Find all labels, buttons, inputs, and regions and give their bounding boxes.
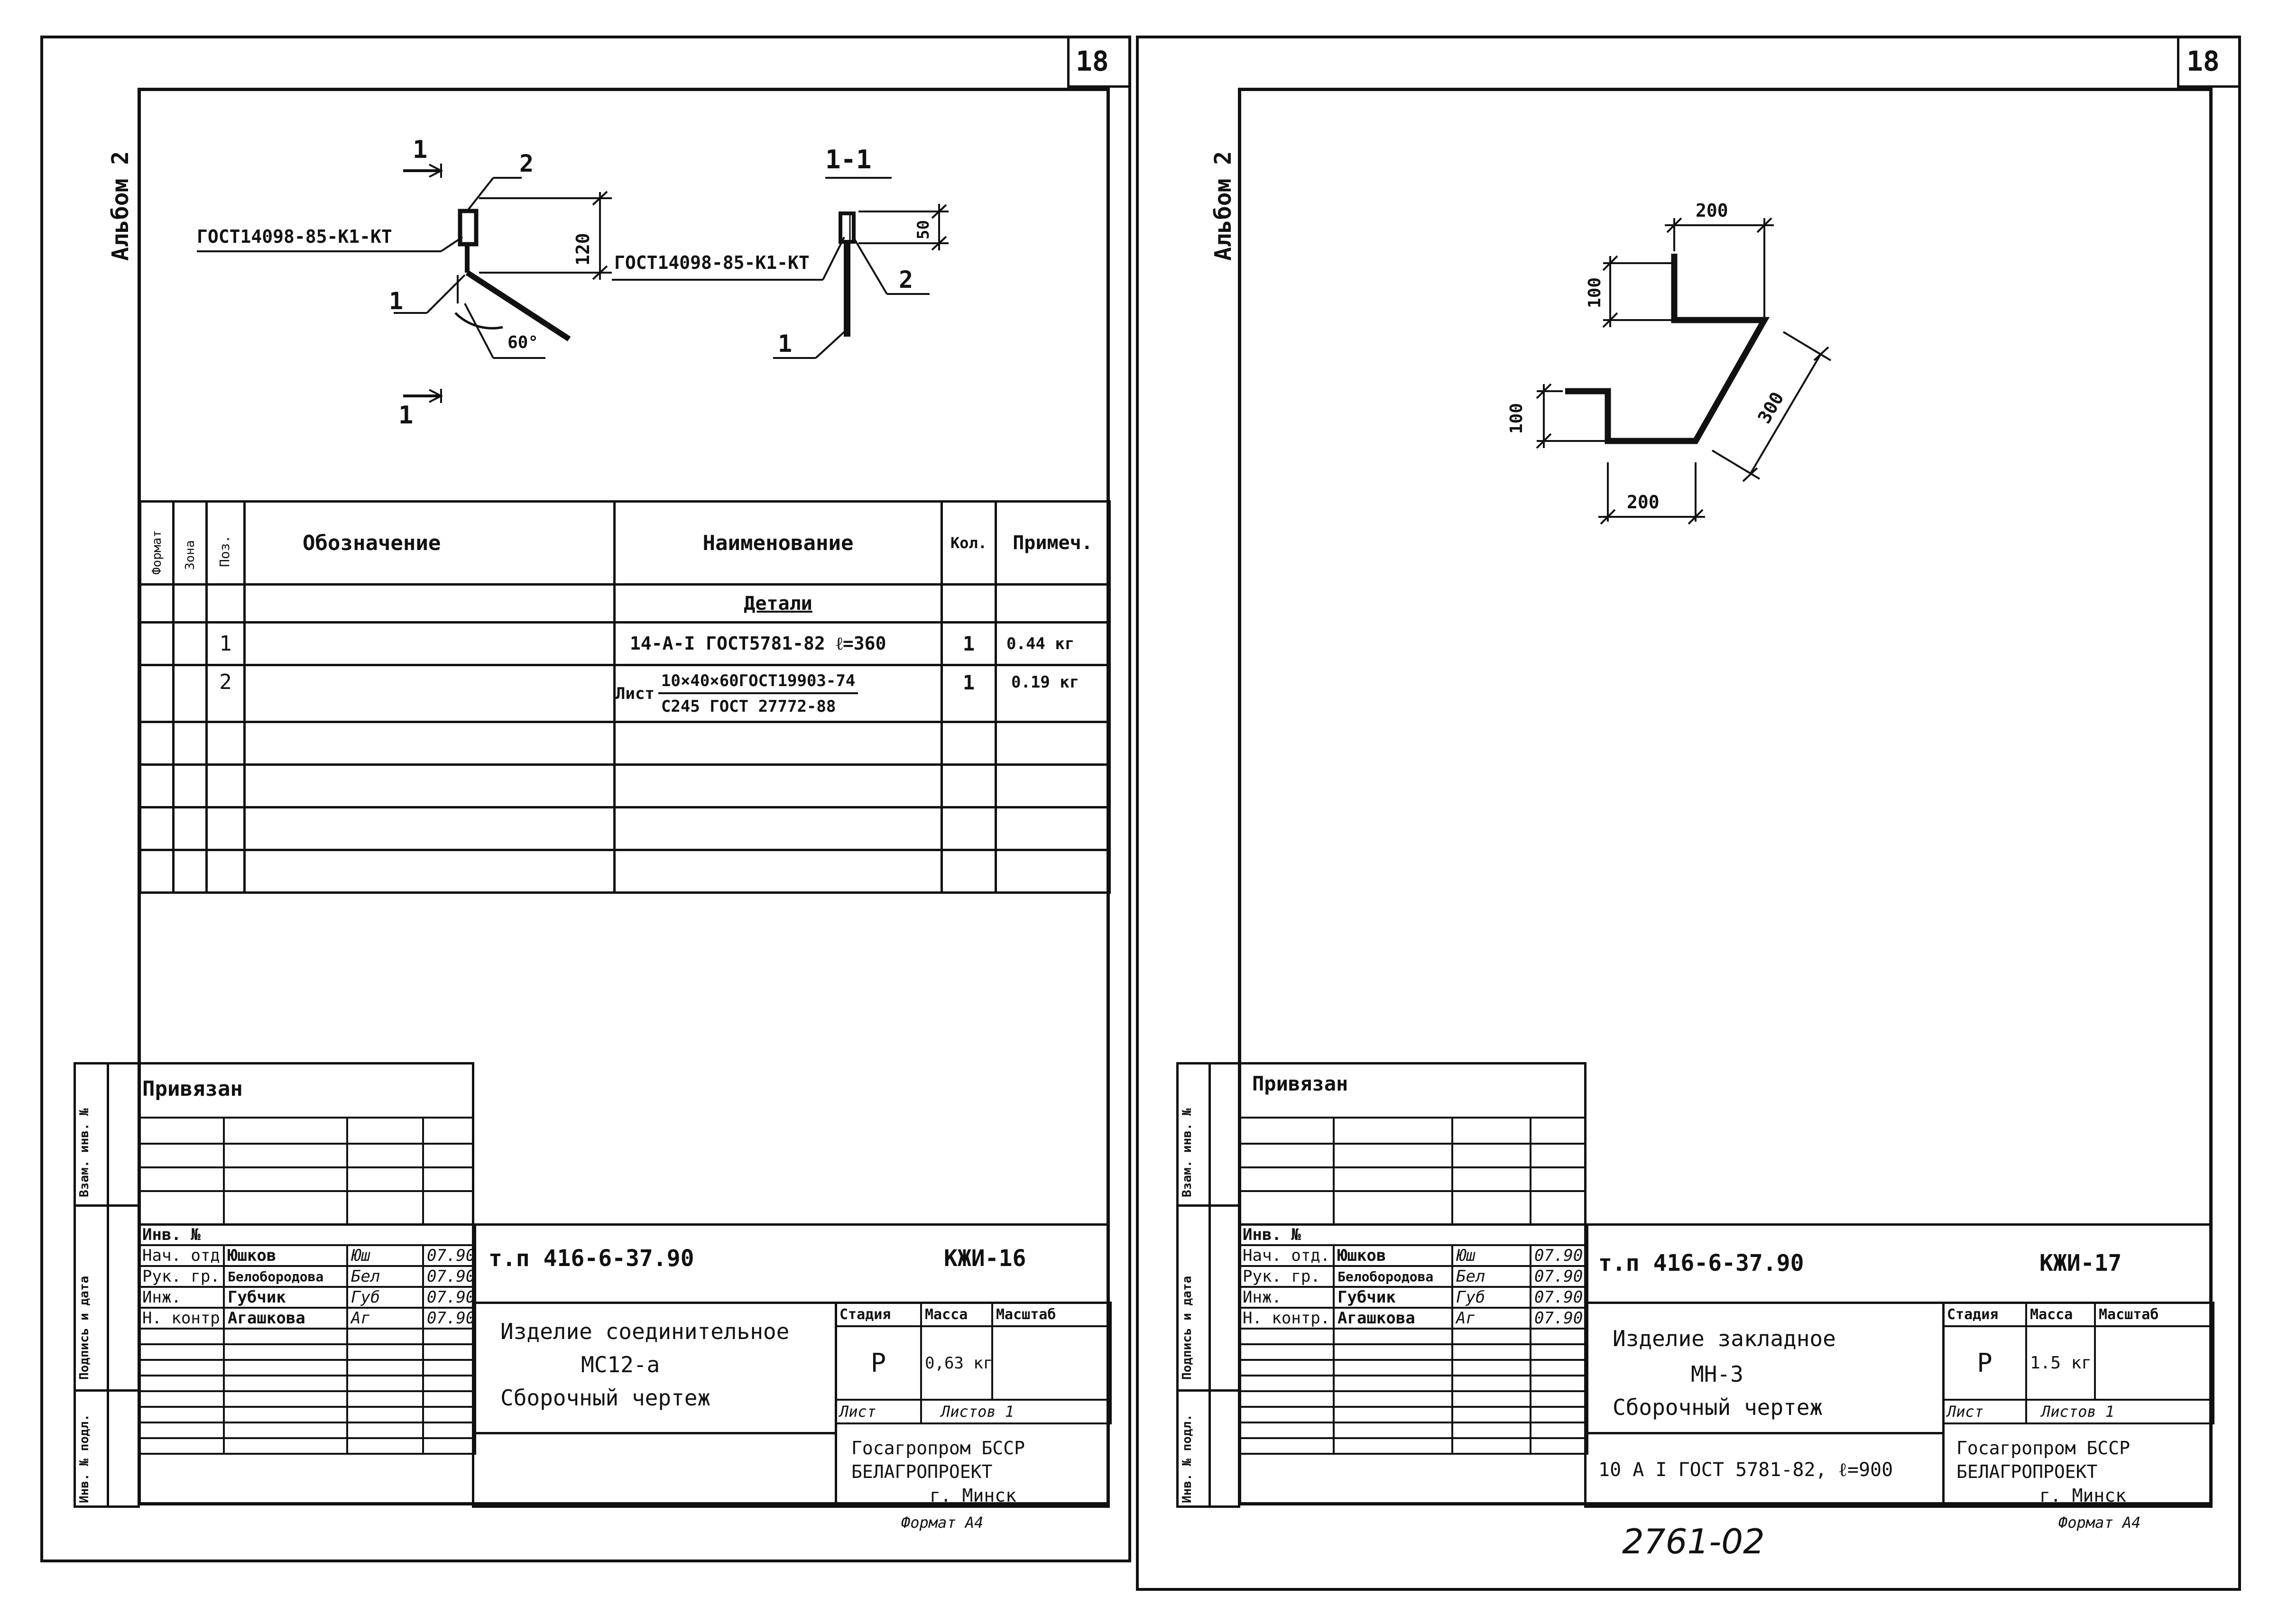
- spec-header-designation: Обозначение: [243, 500, 616, 586]
- right-dim-100-left: 100: [1507, 403, 1526, 434]
- left-section-mark-top: 1: [413, 136, 428, 164]
- right-page-number-box: [2177, 36, 2241, 88]
- right-material-line: 10 А I ГОСТ 5781-82, ℓ=900: [1598, 1459, 1893, 1481]
- left-drawing-code: КЖИ-16: [944, 1245, 1026, 1272]
- table-row: 2 Лист 10×40×60ГОСТ19903-74 С245 ГОСТ 27…: [139, 664, 1111, 723]
- left-project-number: т.п 416-6-37.90: [489, 1245, 694, 1272]
- right-sheet-border: [1136, 36, 2241, 1591]
- left-title-line3: Сборочный чертеж: [500, 1385, 711, 1411]
- right-title-line1: Изделие закладное: [1613, 1326, 1836, 1351]
- right-side-label-inv: Инв. № подл.: [1180, 1414, 1194, 1503]
- right-org-line1: Госагропром БССР: [1956, 1438, 2131, 1459]
- right-project-number: т.п 416-6-37.90: [1598, 1250, 1804, 1276]
- spec-header-pos: Поз.: [205, 500, 246, 586]
- table-row: 1 14-А-I ГОСТ5781-82 ℓ=360 1 0.44 кг: [139, 621, 1111, 666]
- left-pos1-label-view2: 1: [778, 330, 793, 358]
- left-org-line3: г. Минск: [930, 1485, 1017, 1506]
- right-format-label: Формат А4: [2058, 1514, 2141, 1532]
- right-org-line3: г. Минск: [2039, 1485, 2127, 1506]
- spec-header-name: Наименование: [613, 500, 943, 586]
- left-section-view-title: 1-1: [825, 145, 872, 174]
- left-sheet-border: [40, 36, 1131, 1562]
- left-gost-label-view1: ГОСТ14098-85-К1-КТ: [197, 226, 392, 247]
- right-side-label-replace: Взам. инв. №: [1180, 1108, 1194, 1197]
- left-org-line2: БЕЛАГРОПРОЕКТ: [851, 1461, 993, 1482]
- right-drawing-frame: [1238, 88, 2213, 1505]
- left-gost-label-view2: ГОСТ14098-85-К1-КТ: [614, 252, 810, 273]
- right-privyazan-label: Привязан: [1252, 1072, 1348, 1095]
- left-privyazan-label: Привязан: [142, 1077, 243, 1101]
- right-side-label-sign: Подпись и дата: [1180, 1275, 1194, 1380]
- right-dim-100-top: 100: [1585, 277, 1605, 308]
- right-page-number: 18: [2186, 45, 2220, 77]
- archive-number: 2761-02: [1622, 1522, 1765, 1561]
- left-format-label: Формат А4: [901, 1514, 984, 1532]
- right-bent-bar: [1565, 254, 1770, 444]
- spec-header-note: Примеч.: [995, 500, 1111, 586]
- spec-header-format: Формат: [139, 500, 175, 586]
- left-specification-table: Формат Зона Поз. Обозначение Наименовани…: [139, 500, 1111, 894]
- left-pos2-label-view1: 2: [519, 150, 534, 177]
- right-dim-200-top: 200: [1696, 200, 1728, 221]
- left-bar-inclined: [465, 270, 571, 342]
- left-angle-label: 60°: [507, 333, 539, 352]
- right-org-line2: БЕЛАГРОПРОЕКТ: [1956, 1461, 2098, 1482]
- left-page-number-box: [1067, 36, 1131, 88]
- spec-header-zone: Зона: [172, 500, 208, 586]
- right-drawing-code: КЖИ-17: [2039, 1250, 2122, 1276]
- left-title-line2: МС12-а: [581, 1352, 660, 1377]
- right-title-line3: Сборочный чертеж: [1613, 1395, 1823, 1420]
- right-dim-200-bottom: 200: [1627, 492, 1660, 513]
- left-section-mark-bottom: 1: [398, 401, 414, 430]
- left-pos1-label-view1: 1: [389, 287, 404, 315]
- left-org-line1: Госагропром БССР: [851, 1438, 1025, 1459]
- spec-section-details: Детали: [613, 583, 943, 624]
- left-page-number: 18: [1076, 45, 1109, 77]
- left-pos2-label-view2: 2: [899, 266, 913, 294]
- spec-header-qty: Кол.: [941, 500, 997, 586]
- right-title-line2: МН-3: [1691, 1361, 1743, 1387]
- left-title-line1: Изделие соединительное: [500, 1319, 790, 1344]
